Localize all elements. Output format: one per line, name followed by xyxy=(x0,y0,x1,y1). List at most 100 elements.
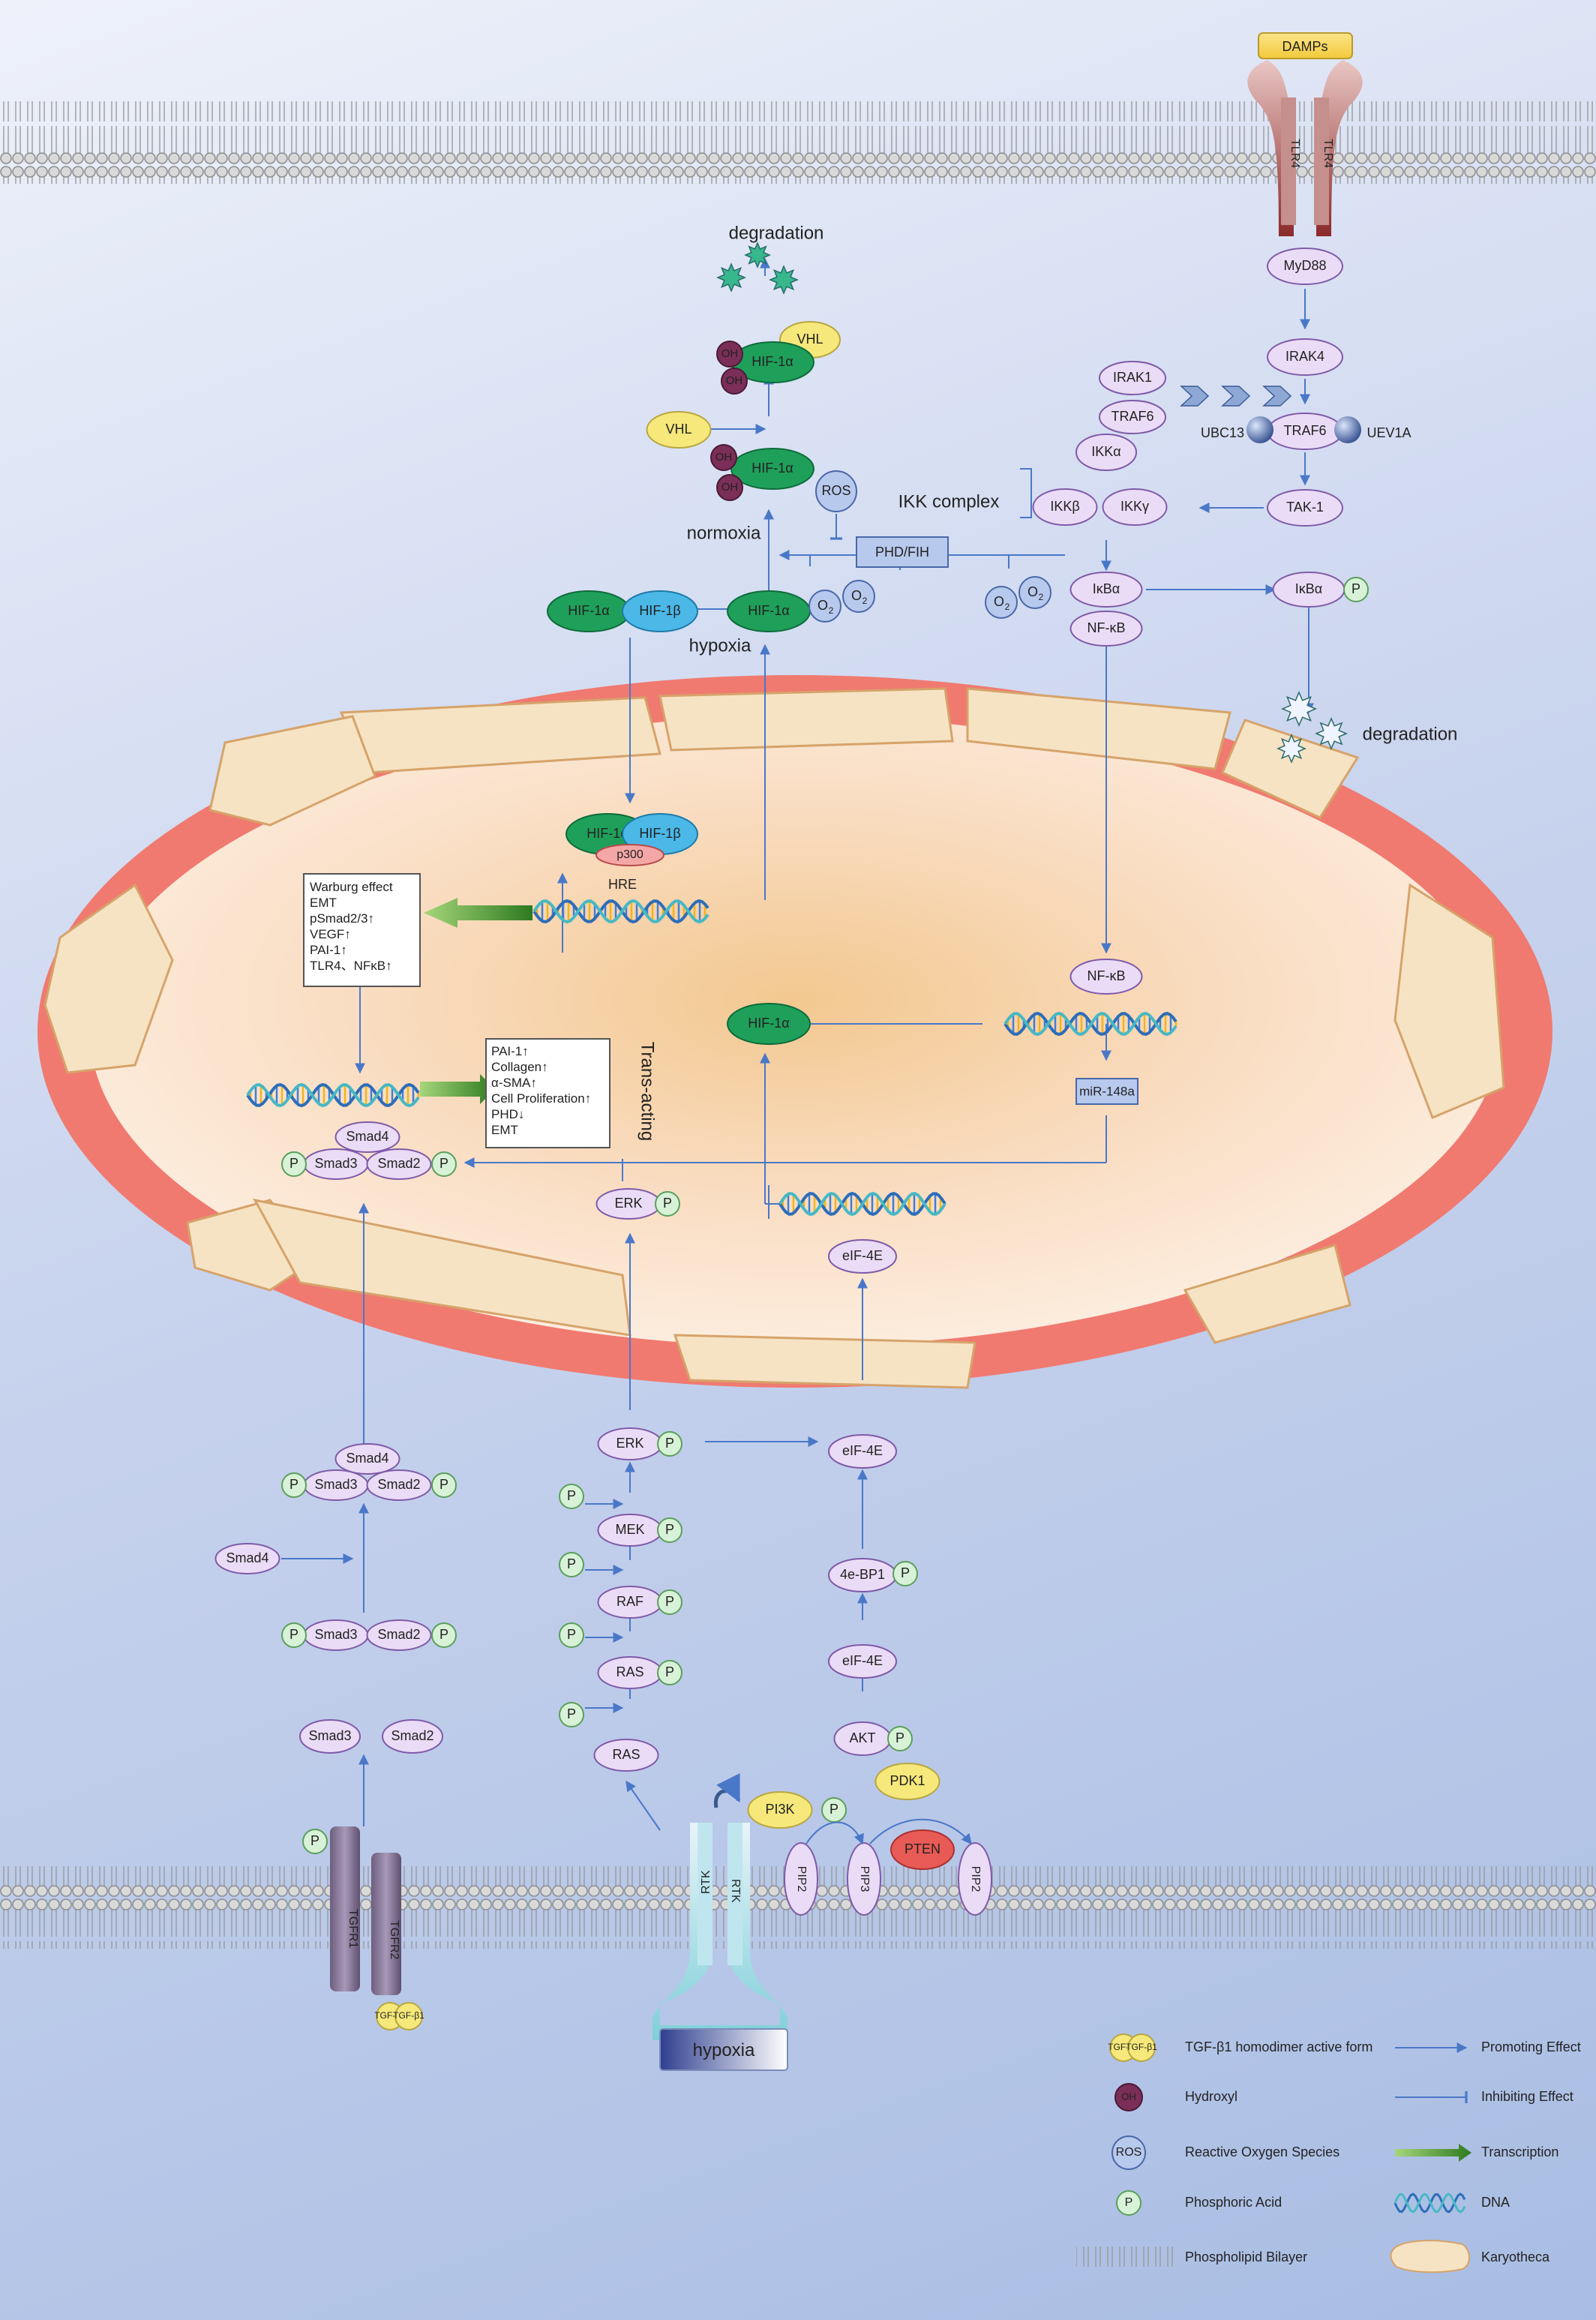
legend-ros-text: Reactive Oxygen Species xyxy=(1185,2144,1340,2159)
legend-karyotheca-symbol xyxy=(1390,2240,1470,2273)
legend-transcription-text: Transcription xyxy=(1481,2144,1558,2159)
degraded-fragment-2 xyxy=(1315,717,1348,750)
myd88-shape xyxy=(1267,248,1343,285)
hif1b-nuclear-label: HIF-1β xyxy=(639,826,680,841)
ikba-degradation-label: degradation xyxy=(1363,724,1458,744)
smad3-nuclear-phosphate-label: P xyxy=(290,1156,298,1171)
effects_box_1-line-4: VEGF↑ xyxy=(310,927,351,941)
smad3-free-shape xyxy=(299,1719,361,1754)
legend-promoting-text: Promoting Effect xyxy=(1481,2039,1581,2054)
legend-karyotheca-text: Karyotheca xyxy=(1481,2249,1550,2264)
pi3k-label: PI3K xyxy=(765,1802,794,1817)
tgfr1-phosphate-label: P xyxy=(310,1833,320,1848)
legend-inhibiting-text: Inhibiting Effect xyxy=(1481,2089,1574,2104)
smad4-nuclear-label: Smad4 xyxy=(346,1129,388,1144)
erk-nuclear-phosphate xyxy=(655,1191,680,1217)
pip2-left-label: PIP2 xyxy=(795,1866,808,1892)
ebp1-phosphate xyxy=(892,1561,918,1586)
irak4-label: IRAK4 xyxy=(1286,349,1324,364)
hif1b-dimer-shape xyxy=(622,590,698,632)
hif1b-dimer-label: HIF-1β xyxy=(639,603,680,618)
normoxia-label: normoxia xyxy=(687,523,761,543)
erk-nuclear-label: ERK xyxy=(614,1196,642,1211)
o2-node-1-subscript: 2 xyxy=(829,605,834,616)
ras-inactive-label: RAS xyxy=(612,1747,640,1762)
erk-cyto-phosphate xyxy=(657,1431,682,1457)
hif1a-nuclear-2-shape xyxy=(727,1003,811,1045)
hif1a-nuclear-label: HIF-1α xyxy=(586,826,628,841)
hydroxyl-mid-1 xyxy=(710,444,737,471)
irak1-shape xyxy=(1099,361,1166,395)
smad2-nuclear-shape xyxy=(366,1148,432,1180)
pip3-to-pip2-arrow xyxy=(869,1818,972,1845)
smad2-cyto-upper-shape xyxy=(366,1469,432,1501)
smad3-upper-phosphate-label: P xyxy=(290,1477,298,1492)
o2-node-2-subscript: 2 xyxy=(862,596,868,606)
tgfr2-label: TGFR2 xyxy=(388,1920,400,1960)
tgfb1-right xyxy=(394,2002,423,2030)
smad2-free-shape xyxy=(382,1719,443,1754)
tlr4-label-2: TLR4 xyxy=(1322,139,1334,168)
legend-bilayer-text: Phospholipid Bilayer xyxy=(1185,2249,1307,2264)
effects_box_2-line-6: EMT xyxy=(491,1123,518,1137)
tgfr1-label: TGFR1 xyxy=(346,1909,359,1949)
ikka-shape xyxy=(1076,434,1137,471)
smad2-nuclear-label: Smad2 xyxy=(377,1156,420,1171)
smad3-lower-phosphate-label: P xyxy=(290,1627,298,1642)
dna-smad xyxy=(246,1082,420,1108)
hif1a-dimer-label: HIF-1α xyxy=(568,603,609,618)
legend-hydroxyl-text: Hydroxyl xyxy=(1185,2089,1238,2104)
dna-eif xyxy=(778,1191,946,1217)
raf-phosphate xyxy=(657,1589,682,1615)
o2-node-2-o: O xyxy=(851,588,862,603)
chevron-icon-3 xyxy=(1262,386,1292,407)
pdk1-label: PDK1 xyxy=(890,1773,925,1788)
effects_box_1-line-5: PAI-1↑ xyxy=(310,943,347,957)
eif4e-cyto-shape xyxy=(828,1434,897,1469)
hypoxia-box-label: hypoxia xyxy=(693,2040,755,2060)
ubc13-sphere xyxy=(1246,416,1274,443)
ros-node xyxy=(815,470,857,512)
tgfb1-right-label: TGF-β1 xyxy=(393,2010,424,2021)
dna-nfkb xyxy=(1004,1011,1178,1037)
p300-shape xyxy=(596,844,664,866)
pip3-shape xyxy=(847,1842,881,1916)
rtk-label-2: RTK xyxy=(729,1879,742,1903)
legend-hydroxyl-symbol xyxy=(1114,2083,1143,2111)
akt-phosphate xyxy=(887,1726,913,1751)
effects-box-2-frame xyxy=(485,1038,610,1148)
rtk-label-1: RTK xyxy=(700,1870,712,1894)
smad4-nuclear-shape xyxy=(334,1121,400,1153)
eif4e-nuclear-shape xyxy=(828,1239,897,1274)
pip2-to-pip3-arrow xyxy=(806,1821,864,1845)
o2-node-3 xyxy=(985,586,1018,619)
tak1-shape xyxy=(1267,489,1343,527)
smad2-upper-phosphate xyxy=(431,1472,457,1498)
ikba-shape xyxy=(1070,572,1143,608)
pi3k-phosphate-label: P xyxy=(830,1802,838,1817)
hif1a-degradation-label: HIF-1α xyxy=(752,354,793,369)
ras-phosphate xyxy=(657,1660,682,1685)
top-cell-membrane xyxy=(0,101,1596,184)
smad3-upper-phosphate xyxy=(281,1472,307,1498)
hydroxyl-mid-2 xyxy=(716,474,743,501)
damps-badge xyxy=(1258,32,1353,59)
legend-dna-symbol xyxy=(1394,2192,1466,2213)
legend-tgfb1-right xyxy=(1127,2033,1156,2062)
mek-donor-phosphate-label: P xyxy=(567,1488,576,1503)
smad4-cyto-shape xyxy=(334,1443,400,1475)
legend-bilayer-symbol xyxy=(1076,2246,1174,2267)
tgfr1-phosphate xyxy=(302,1829,328,1854)
effects-box-1-frame xyxy=(303,873,421,987)
p300-label: p300 xyxy=(616,848,644,861)
smad4-free-label: Smad4 xyxy=(226,1550,268,1565)
raf-donor-phosphate xyxy=(559,1552,584,1577)
chevron-icon-2 xyxy=(1221,386,1251,407)
irak4-shape xyxy=(1267,338,1343,376)
ikkb-label: IKKβ xyxy=(1050,499,1079,514)
dna-hre xyxy=(532,899,710,924)
traf6-right-label: TRAF6 xyxy=(1283,423,1326,438)
phd-fih-label: PHD/FIH xyxy=(875,545,929,560)
